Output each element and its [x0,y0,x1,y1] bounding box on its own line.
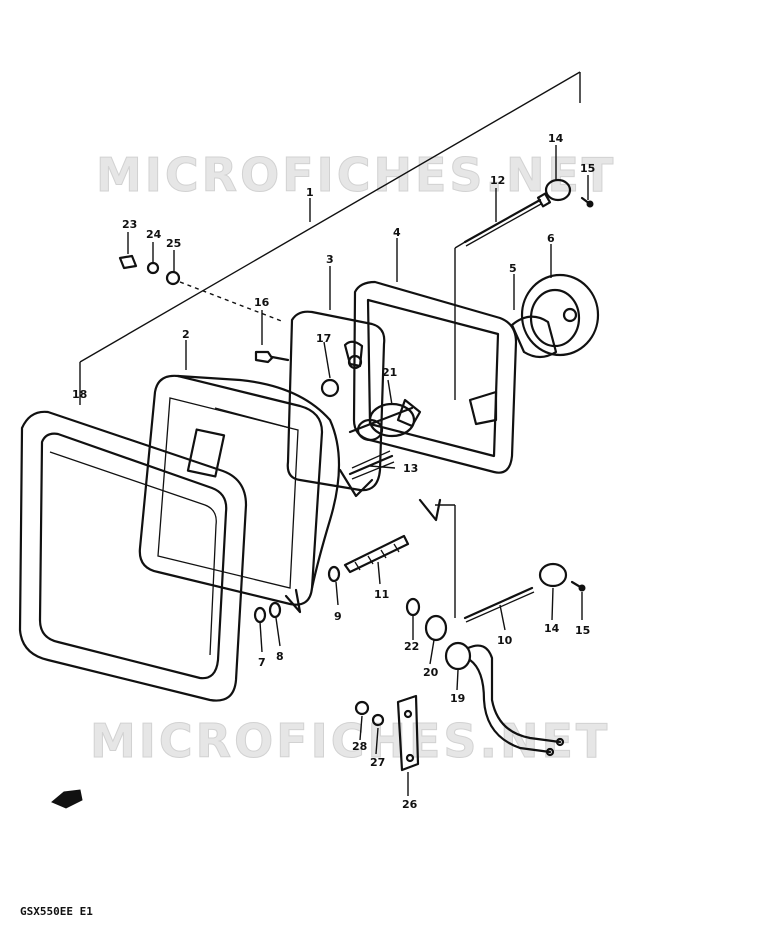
callout-9: 9 [334,610,342,623]
callout-4: 4 [393,226,401,239]
callout-23: 23 [122,218,137,231]
adjusting-screw-lower [343,534,410,574]
headlight-housing [352,280,518,522]
adjusting-frame [286,310,386,498]
callout-14-top: 14 [548,132,564,145]
callout-15-top: 15 [580,162,595,175]
position-bulb-harness [405,597,565,757]
callout-labels: 1 2 3 4 5 6 7 8 9 10 11 12 13 14 14 15 1… [72,132,595,811]
callout-24: 24 [146,228,162,241]
position-lamp [510,273,600,359]
callout-11: 11 [374,588,389,601]
sealed-beam-unit [138,374,341,614]
adjusting-bolt-lower [463,562,586,623]
callout-17: 17 [316,332,331,345]
callout-19: 19 [450,692,465,705]
callout-27: 27 [370,756,385,769]
leader-lines [127,145,589,796]
callout-1: 1 [306,186,314,199]
callout-12: 12 [490,174,505,187]
watermark-bottom: MICROFICHES.NET [90,714,610,768]
callout-15-bottom: 15 [575,624,590,637]
callout-22: 22 [404,640,419,653]
callout-6: 6 [547,232,555,245]
callout-14-bottom: 14 [544,622,560,635]
callout-16: 16 [254,296,270,309]
callout-18: 18 [72,388,87,401]
front-direction-arrow [51,789,83,809]
adjusting-screw-upper [348,450,395,480]
callout-5: 5 [509,262,517,275]
callout-21: 21 [382,366,397,379]
mounting-plate [354,694,420,772]
watermark-top: MICROFICHES.NET [96,148,616,202]
callout-2: 2 [182,328,190,341]
diagram-code: GSX550EE E1 [20,905,93,918]
callout-28: 28 [352,740,367,753]
callout-7: 7 [258,656,266,669]
callout-25: 25 [166,237,181,250]
headlight-rim [18,410,248,702]
callout-20: 20 [423,666,439,679]
callout-10: 10 [497,634,513,647]
callout-26: 26 [402,798,418,811]
callout-3: 3 [326,253,334,266]
callout-8: 8 [276,650,284,663]
adjusting-bolt-upper [463,178,594,247]
callout-13: 13 [403,462,418,475]
assembly-bracket [79,71,581,405]
